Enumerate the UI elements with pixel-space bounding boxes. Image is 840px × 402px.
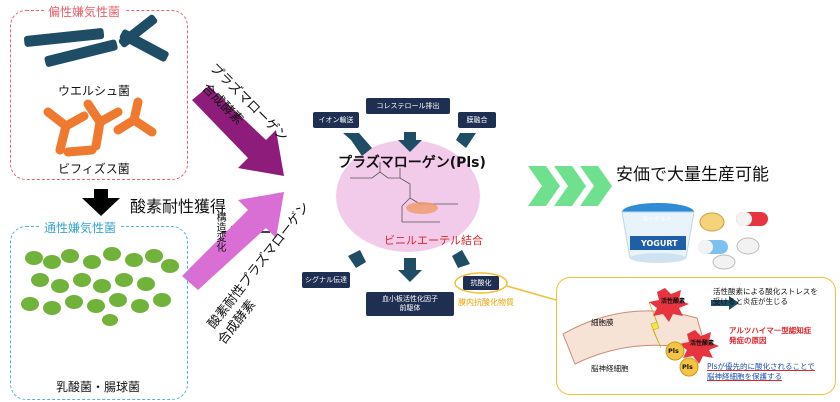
welsh-label: ウエルシュ菌 <box>58 84 131 98</box>
pls-label-1: Pls <box>668 347 679 355</box>
black-down-arrow <box>82 189 120 216</box>
bifido-bacteria-icon <box>43 97 157 157</box>
alzheimer-text-1: アルツハイマー型認知症 <box>729 326 812 335</box>
pink-arrow <box>182 192 284 290</box>
function-membrane-fusion: 膜融合 <box>458 112 496 128</box>
function-antioxidant: 抗酸化 <box>463 276 499 290</box>
antioxidant-note: 膜内抗酸化物質 <box>458 298 514 307</box>
purple-arrow <box>192 86 284 176</box>
facultative-title: 通性嫌気性菌 <box>40 219 121 236</box>
pls-label-2: Pls <box>682 363 693 371</box>
pills-icon <box>698 212 768 270</box>
yogurt-cup-icon <box>621 203 695 263</box>
lactic-label: 乳酸菌・腸球菌 <box>56 380 141 394</box>
function-cholesterol: コレステロール排出 <box>366 98 450 114</box>
structure-change-label: 構造変化 <box>214 212 225 252</box>
membrane-label: 細胞膜 <box>591 318 614 327</box>
neuron-label: 脳神経細胞 <box>591 364 629 373</box>
anaerobe-title: 偏性嫌気性菌 <box>44 3 125 20</box>
welsh-bacteria-icon <box>23 14 169 67</box>
yogurt-label: YOGURT <box>641 239 678 248</box>
vinyl-ether-label: ビニルエーテル結合 <box>384 234 483 247</box>
lactic-bacteria-icon <box>21 247 179 326</box>
plasmalogen-title: プラズマローゲン(Pls) <box>338 155 486 171</box>
function-platelet: 血小板活性化因子 前駆体 <box>366 292 454 316</box>
protect-text-1: Plsが優先的に酸化されることで <box>707 362 815 371</box>
facultative-box <box>10 226 188 400</box>
function-signal: シグナル伝達 <box>302 272 350 288</box>
stress-text-2: 受けると炎症が生じる <box>713 297 788 306</box>
antioxidant-callout <box>454 272 557 301</box>
protect-text-2: 脳神経細胞を保護する <box>707 372 782 381</box>
vinyl-highlight <box>406 202 438 214</box>
yogurt-cup-label: ヨーグルト <box>642 216 673 223</box>
bifido-label: ビフィズス菌 <box>58 162 130 176</box>
detail-graphics <box>562 288 739 377</box>
ros-label-1: 活性酸素 <box>661 298 686 305</box>
alzheimer-text-2: 発症の原因 <box>729 336 767 345</box>
stress-text-1: 活性酸素による酸化ストレスを <box>713 287 818 296</box>
plasmalogen-ellipse <box>336 140 480 252</box>
function-arrows <box>343 132 476 282</box>
oxygen-tolerance-label: 酸素耐性獲得 <box>130 197 227 216</box>
mass-production-label: 安価で大量生産可能 <box>616 165 769 185</box>
detail-box: 活性酸素 活性酸素 細胞膜 脳神経細胞 Pls Pls 活性酸素による酸化ストレ… <box>556 277 836 395</box>
green-chevrons <box>528 166 612 206</box>
ros-label-2: 活性酸素 <box>690 340 715 347</box>
function-ion-transport: イオン輸送 <box>313 112 359 128</box>
